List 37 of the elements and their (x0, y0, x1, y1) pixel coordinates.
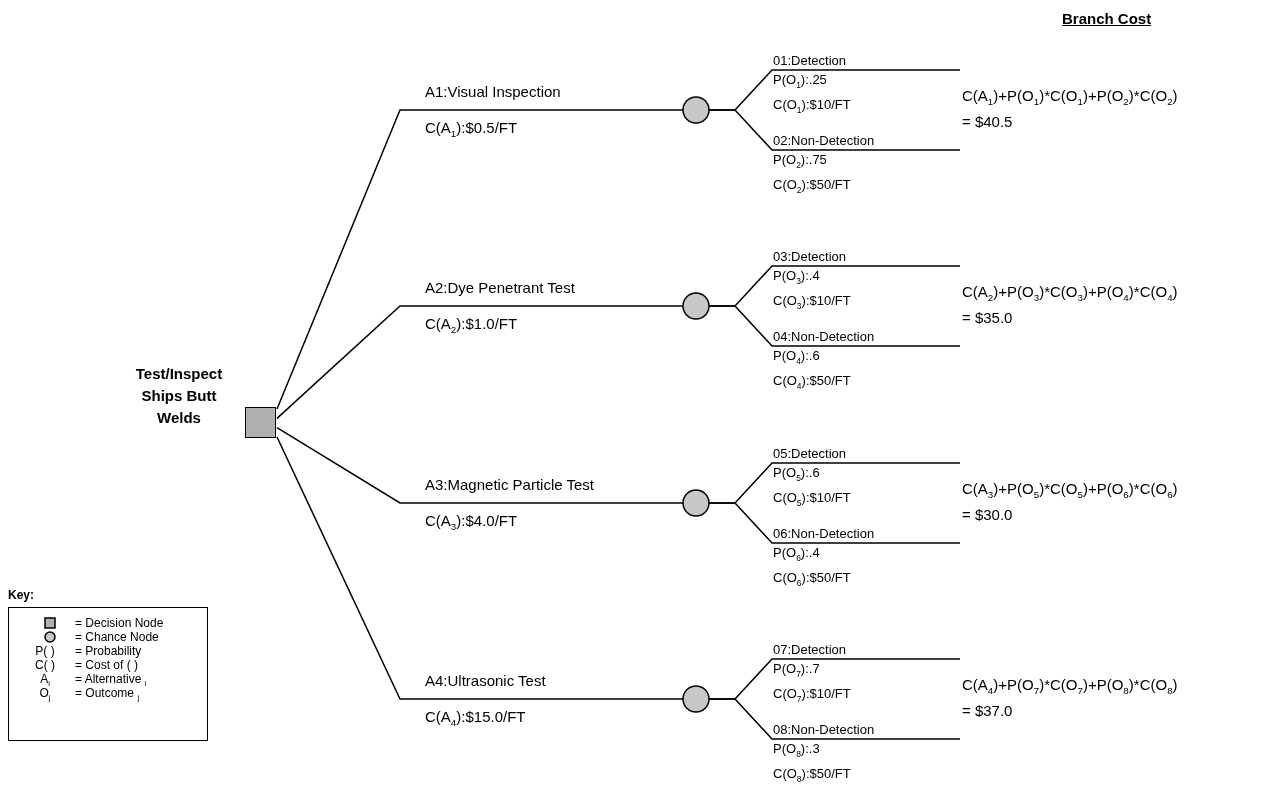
edge-label: 08:Non-Detection P(O$_{8}$):.3 C(O$_{8}$):$50/FT (773, 721, 876, 786)
chance-node-circle (681, 684, 711, 714)
cost-formula: C(A$_{3}$)+P(O$_{5}$)*C(O$_{5}$)+P(O$_{6}$)*C(O$_{6}$) = $30.0 (962, 479, 1178, 525)
edge-label: 06:Non-Detection P(O$_{6}$):.4 C(O$_{6}$):$50/FT (773, 525, 876, 590)
column-heading: Branch Cost (1062, 10, 1152, 27)
edge-label: A3:Magnetic Particle Test C(A$_{3}$):$4.0/FT (425, 475, 595, 534)
edge-label: A4:Ultrasonic Test C(A$_{4}$):$15.0/FT (425, 671, 547, 730)
key-definition: = Cost of ( ) (75, 658, 139, 672)
key-symbol: O$_{j}$ (38, 686, 52, 705)
branch-line (276, 426, 684, 504)
cost-formula: C(A$_{1}$)+P(O$_{1}$)*C(O$_{1}$)+P(O$_{2}$)*C(O$_{2}$) = $40.5 (962, 86, 1178, 132)
key-symbol: A$_{i}$ (39, 672, 51, 689)
key-definition: = Alternative $_{i}$ (75, 672, 147, 689)
edge-label: 01:Detection P(O$_{1}$):.25 C(O$_{1}$):$10/FT (773, 52, 852, 117)
chance-node-circle (681, 95, 711, 125)
cost-formula: C(A$_{4}$)+P(O$_{7}$)*C(O$_{7}$)+P(O$_{8}$)*C(O$_{8}$) = $37.0 (962, 675, 1178, 721)
key-symbol: P( ) (34, 644, 56, 658)
edge-label: A1:Visual Inspection C(A$_{1}$):$0.5/FT (425, 82, 562, 141)
edge-label: A2:Dye Penetrant Test C(A$_{2}$):$1.0/FT (425, 278, 576, 337)
key-definition: = Outcome $_{j}$ (75, 686, 140, 705)
edge-label: 03:Detection P(O$_{3}$):.4 C(O$_{3}$):$10/FT (773, 248, 852, 313)
branch-line (276, 109, 684, 410)
edge-label: 05:Detection P(O$_{5}$):.6 C(O$_{5}$):$10/FT (773, 445, 852, 510)
edge-label: 02:Non-Detection P(O$_{2}$):.75 C(O$_{2}$):$50/FT (773, 132, 876, 197)
branch-line (276, 436, 684, 700)
cost-formula: C(A$_{2}$)+P(O$_{3}$)*C(O$_{3}$)+P(O$_{4}$)*C(O$_{4}$) = $35.0 (962, 282, 1178, 328)
key-symbol: C( ) (34, 658, 56, 672)
legend-text: = Decision Node (75, 616, 164, 630)
legend-text: = Chance Node (75, 630, 159, 644)
chance-node-circle (681, 291, 711, 321)
branch-line (276, 305, 684, 420)
chance-node-circle (681, 488, 711, 518)
edge-label: 04:Non-Detection P(O$_{4}$):.6 C(O$_{4}$):$50/FT (773, 328, 876, 393)
node-label: Test/Inspect Ships Butt Welds (134, 364, 224, 428)
edge-label: 07:Detection P(O$_{7}$):.7 C(O$_{7}$):$10/FT (773, 641, 852, 706)
key-heading: Key: (8, 588, 34, 602)
key-definition: = Probability (75, 644, 142, 658)
